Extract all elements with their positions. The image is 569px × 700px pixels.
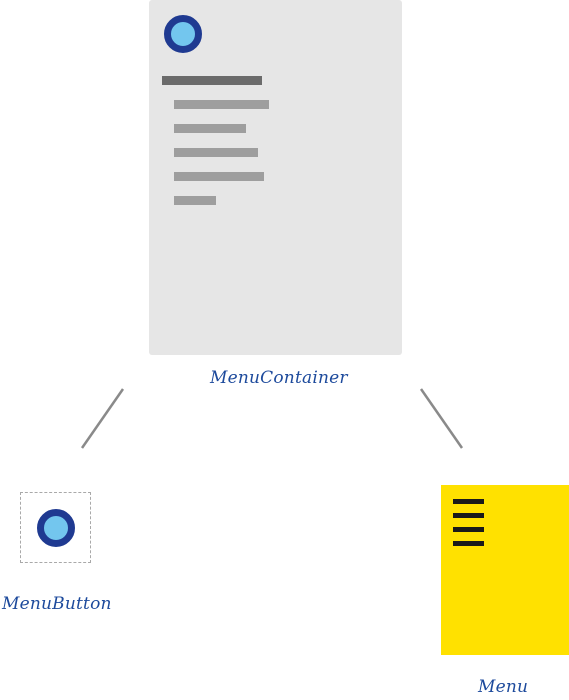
avatar-icon — [37, 509, 75, 547]
hamburger-line — [453, 527, 484, 532]
connector-right — [419, 388, 464, 449]
menu-container-panel — [149, 0, 402, 355]
hamburger-line — [453, 499, 484, 504]
menu-item-bar — [174, 148, 258, 157]
menu-container-label: MenuContainer — [210, 368, 348, 388]
menu-item-bar — [174, 100, 269, 109]
hamburger-line — [453, 541, 484, 546]
menu-item-bar — [174, 124, 246, 133]
menu-button[interactable] — [20, 492, 91, 563]
menu-item-bar — [174, 172, 264, 181]
menu-header-bar — [162, 76, 262, 85]
avatar-icon — [164, 15, 202, 53]
menu-item-bar — [174, 196, 216, 205]
menu-button-label: MenuButton — [2, 594, 112, 614]
connector-left — [80, 388, 125, 449]
hamburger-line — [453, 513, 484, 518]
menu-panel — [441, 485, 569, 655]
menu-label: Menu — [478, 677, 529, 697]
